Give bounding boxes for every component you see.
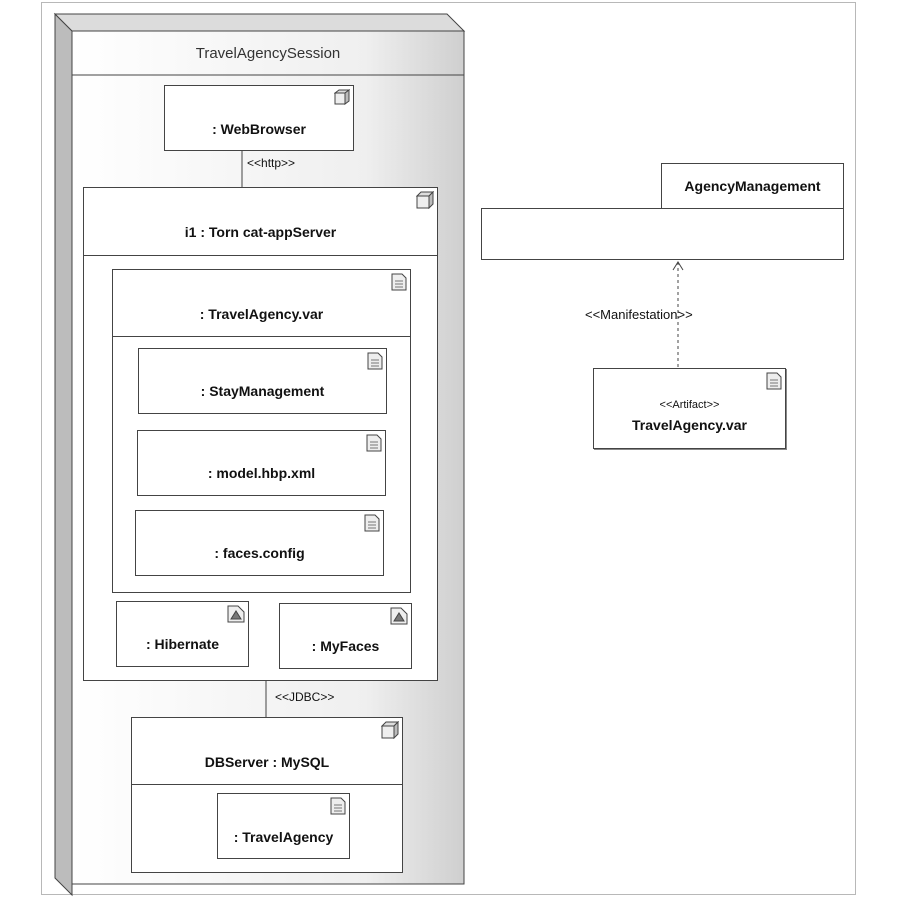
stay-management-label: : StayManagement (200, 383, 325, 399)
hibernate-label: : Hibernate (145, 636, 220, 652)
app-server-node[interactable]: i1 : Torn cat-appServer : TravelAgency.v… (83, 187, 438, 681)
artifact-document-icon (366, 434, 382, 452)
model-hbp-label: : model.hbp.xml (207, 465, 316, 481)
model-hbp-artifact[interactable]: : model.hbp.xml (137, 430, 386, 496)
agency-management-body[interactable] (481, 208, 844, 260)
app-server-label: i1 : Torn cat-appServer (184, 224, 337, 240)
library-icon (227, 605, 245, 623)
faces-config-label: : faces.config (214, 545, 305, 561)
artifact-document-icon (330, 797, 346, 815)
war-artifact-divider (113, 336, 410, 337)
app-server-divider (84, 255, 437, 256)
library-icon (390, 607, 408, 625)
node-cube-icon (381, 721, 399, 739)
myfaces-artifact[interactable]: : MyFaces (279, 603, 412, 669)
war-artifact-label: : TravelAgency.var (199, 306, 324, 322)
artifact-label: TravelAgency.var (632, 417, 747, 433)
web-browser-label: : WebBrowser (212, 121, 306, 137)
http-connector-label: <<http>> (247, 156, 296, 170)
diagram-frame (41, 2, 856, 895)
web-browser-node[interactable]: : WebBrowser (164, 85, 354, 151)
artifact-stereotype: <<Artifact>> (659, 399, 720, 411)
db-server-label: DBServer : MySQL (204, 754, 330, 770)
node-cube-icon (334, 89, 350, 105)
agency-management-tab[interactable]: AgencyManagement (661, 163, 844, 209)
node-cube-icon (416, 191, 434, 209)
travel-agency-db-label: : TravelAgency (233, 829, 334, 845)
db-server-divider (132, 784, 402, 785)
war-artifact[interactable]: : TravelAgency.var : StayManagement : mo… (112, 269, 411, 593)
hibernate-artifact[interactable]: : Hibernate (116, 601, 249, 667)
artifact-document-icon (367, 352, 383, 370)
travel-agency-war-artifact[interactable]: <<Artifact>> TravelAgency.var (593, 368, 786, 449)
agency-management-label: AgencyManagement (684, 178, 821, 194)
manifestation-label: <<Manifestation>> (585, 307, 693, 322)
stay-management-artifact[interactable]: : StayManagement (138, 348, 387, 414)
faces-config-artifact[interactable]: : faces.config (135, 510, 384, 576)
artifact-document-icon (391, 273, 407, 291)
session-title: TravelAgencySession (195, 45, 341, 62)
jdbc-connector-label: <<JDBC>> (275, 690, 335, 704)
travel-agency-db-artifact[interactable]: : TravelAgency (217, 793, 350, 859)
myfaces-label: : MyFaces (311, 638, 380, 654)
db-server-node[interactable]: DBServer : MySQL : TravelAgency (131, 717, 403, 873)
artifact-document-icon (766, 372, 782, 390)
artifact-document-icon (364, 514, 380, 532)
